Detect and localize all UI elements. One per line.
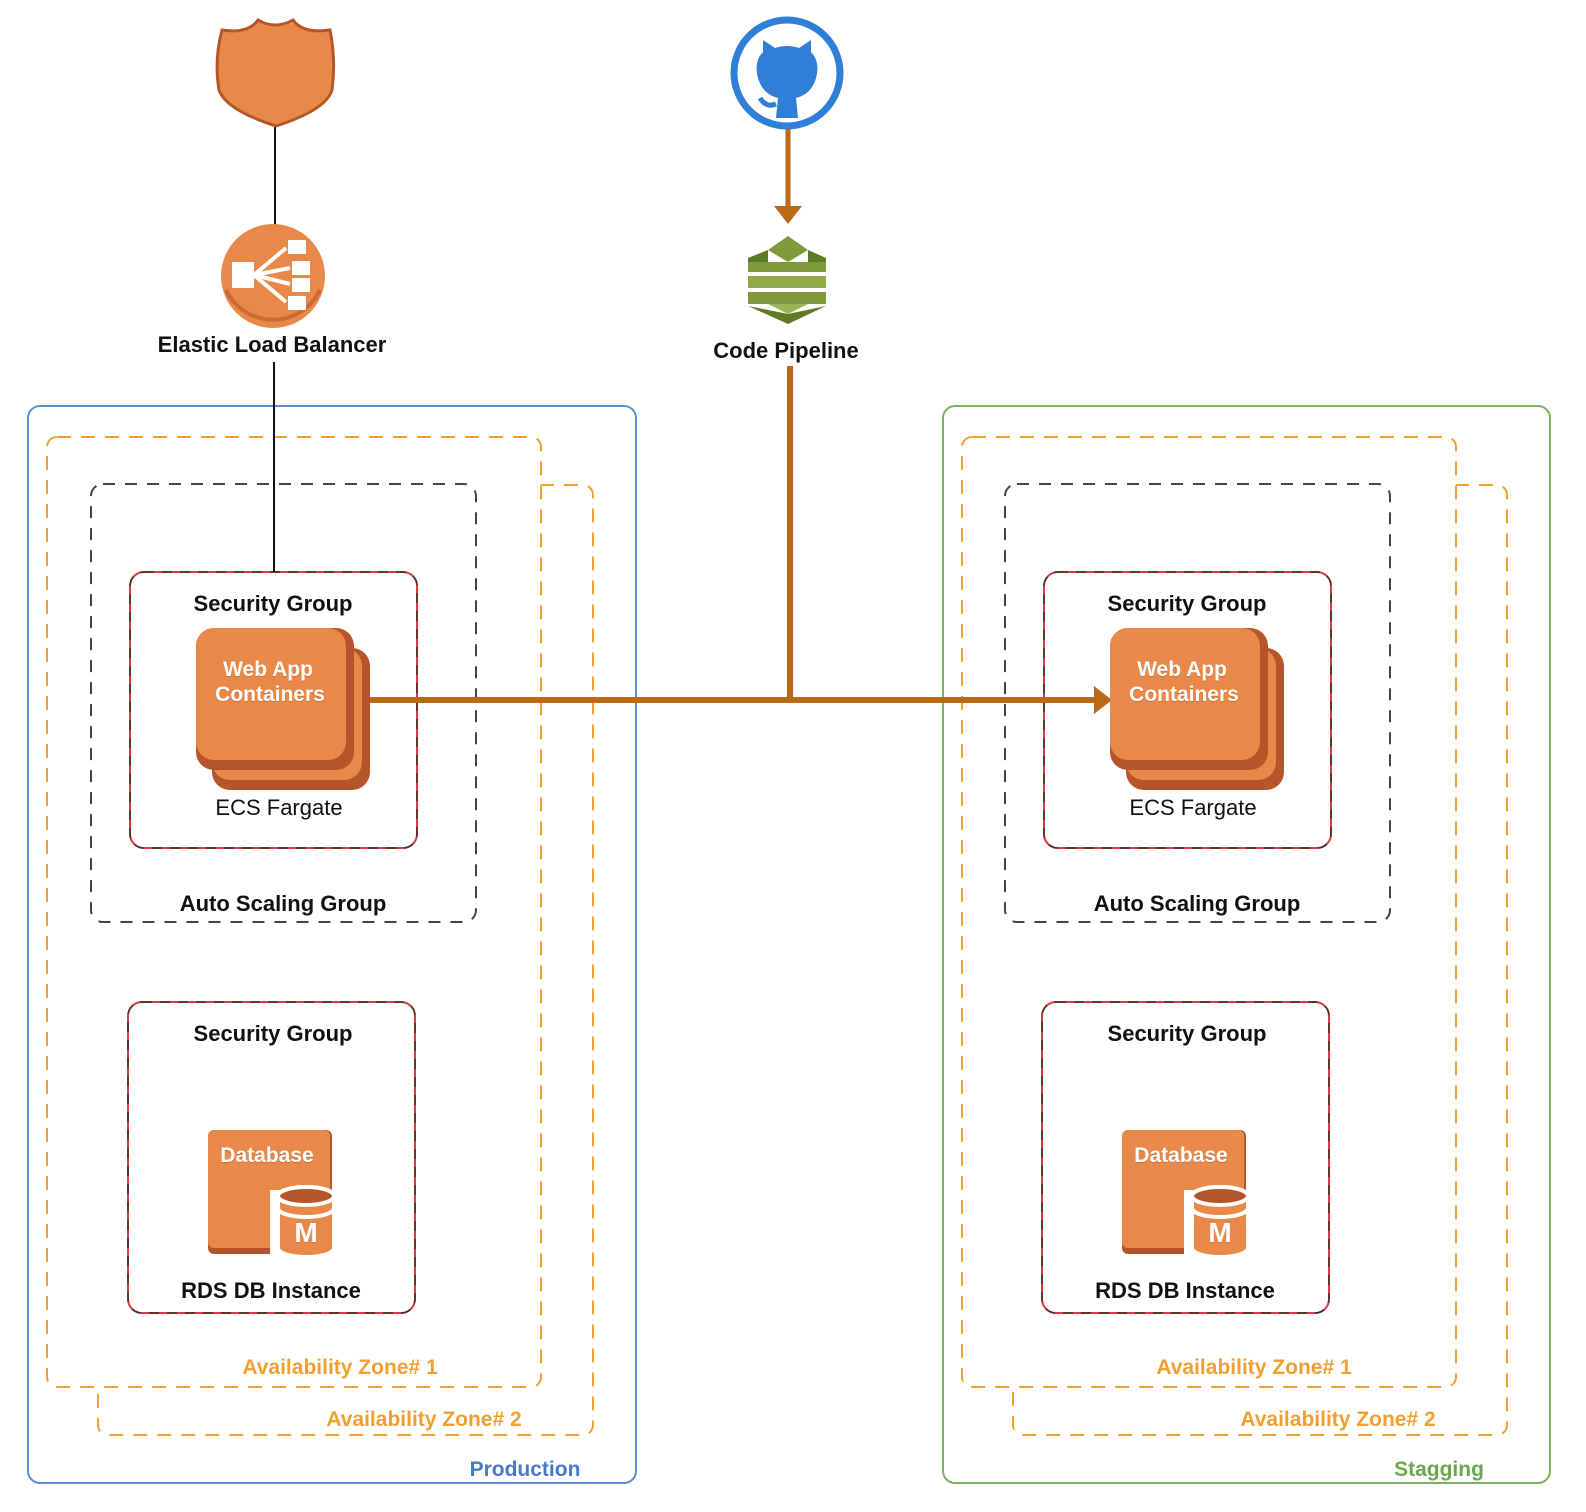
github-icon xyxy=(730,16,844,130)
production-mysql-badge: M xyxy=(294,1217,318,1248)
internet-gateway-shield-icon xyxy=(215,18,336,128)
deploy-arrowhead-staging xyxy=(1094,686,1112,714)
production-availability-zone-2-label: Availability Zone# 2 xyxy=(326,1408,522,1431)
load-balancer-icon xyxy=(221,224,325,328)
staging-web-app-label: Web App xyxy=(1137,658,1227,681)
production-database-label: Database xyxy=(220,1144,314,1167)
production-auto-scaling-group-label: Auto Scaling Group xyxy=(179,891,387,916)
code-pipeline-label: Code Pipeline xyxy=(713,338,859,363)
staging-label: Stagging xyxy=(1394,1458,1484,1481)
production-availability-zone-1-label: Availability Zone# 1 xyxy=(242,1356,438,1379)
code-pipeline-icon xyxy=(748,236,826,324)
production-app-security-group-title: Security Group xyxy=(193,591,353,616)
production-db-security-group-title: Security Group xyxy=(193,1021,353,1046)
github-to-pipeline-arrowhead xyxy=(774,206,802,224)
staging-availability-zone-2-label: Availability Zone# 2 xyxy=(1240,1408,1436,1431)
production-rds-label: RDS DB Instance xyxy=(181,1278,361,1303)
staging-containers-label: Containers xyxy=(1129,683,1239,706)
production-web-app-containers-icon xyxy=(196,628,370,790)
staging-environment xyxy=(942,405,1551,1484)
staging-rds-label: RDS DB Instance xyxy=(1095,1278,1275,1303)
staging-auto-scaling-group-label: Auto Scaling Group xyxy=(1093,891,1301,916)
production-auto-scaling-group xyxy=(90,483,477,923)
staging-auto-scaling-group xyxy=(1004,483,1391,923)
staging-app-security-group-title: Security Group xyxy=(1107,591,1267,616)
production-web-app-label: Web App xyxy=(223,658,313,681)
production-label: Production xyxy=(469,1458,581,1481)
production-containers-label: Containers xyxy=(215,683,325,706)
staging-mysql-badge: M xyxy=(1208,1217,1232,1248)
staging-db-security-group-title: Security Group xyxy=(1107,1021,1267,1046)
elb-label: Elastic Load Balancer xyxy=(157,332,387,357)
staging-ecs-fargate-label: ECS Fargate xyxy=(1129,795,1257,820)
production-ecs-fargate-label: ECS Fargate xyxy=(215,795,343,820)
staging-database-label: Database xyxy=(1134,1144,1228,1167)
staging-availability-zone-1-label: Availability Zone# 1 xyxy=(1156,1356,1352,1379)
staging-web-app-containers-icon xyxy=(1110,628,1284,790)
production-environment xyxy=(27,405,637,1484)
